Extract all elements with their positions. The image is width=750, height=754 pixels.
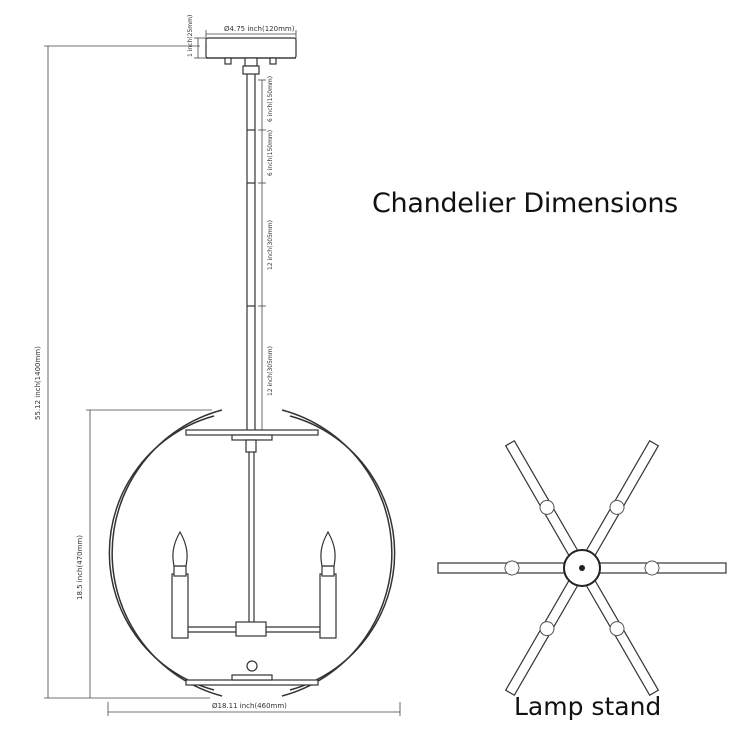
stand-hub-center [579,565,585,571]
stand-arm [597,560,727,576]
body-height-label: 18.5 inch(470mm) [76,535,84,600]
downrod [246,74,256,430]
rod-segment-4-label: 12 inch(305mm) [267,346,274,396]
lamp-stand-caption: Lamp stand [514,692,662,721]
rod-segment-1-label: 6 inch(150mm) [267,76,274,122]
rod-segment-3-label: 12 inch(305mm) [267,220,274,270]
rod-segment-dimensions: 6 inch(150mm) 6 inch(150mm) 12 inch(305m… [258,76,274,431]
overall-height-dimension: 55.12 inch(1400mm) [34,45,210,699]
stand-arm [584,439,660,558]
globe-frame [108,409,396,697]
body-width-label: Ø18.11 inch(460mm) [212,702,287,710]
stand-arm [437,560,567,576]
body-height-dimension: 18.5 inch(470mm) [76,409,212,698]
canopy-height-dimension: 1 inch(25mm) [187,15,206,59]
stand-arm [504,439,580,558]
body-width-dimension: Ø18.11 inch(460mm) [107,702,401,716]
canopy-width-label: Ø4.75 inch(120mm) [224,25,295,33]
overall-height-label: 55.12 inch(1400mm) [34,346,42,420]
diagram-title: Chandelier Dimensions [372,188,678,219]
canopy-width-dimension: Ø4.75 inch(120mm) [205,25,297,42]
rod-segment-2-label: 6 inch(150mm) [267,130,274,176]
stand-arm [584,578,660,697]
stand-arm [504,578,580,697]
canopy [205,37,297,75]
candle-arms [171,452,337,639]
lamp-stand-top-view [437,439,727,697]
canopy-height-label: 1 inch(25mm) [187,15,194,57]
